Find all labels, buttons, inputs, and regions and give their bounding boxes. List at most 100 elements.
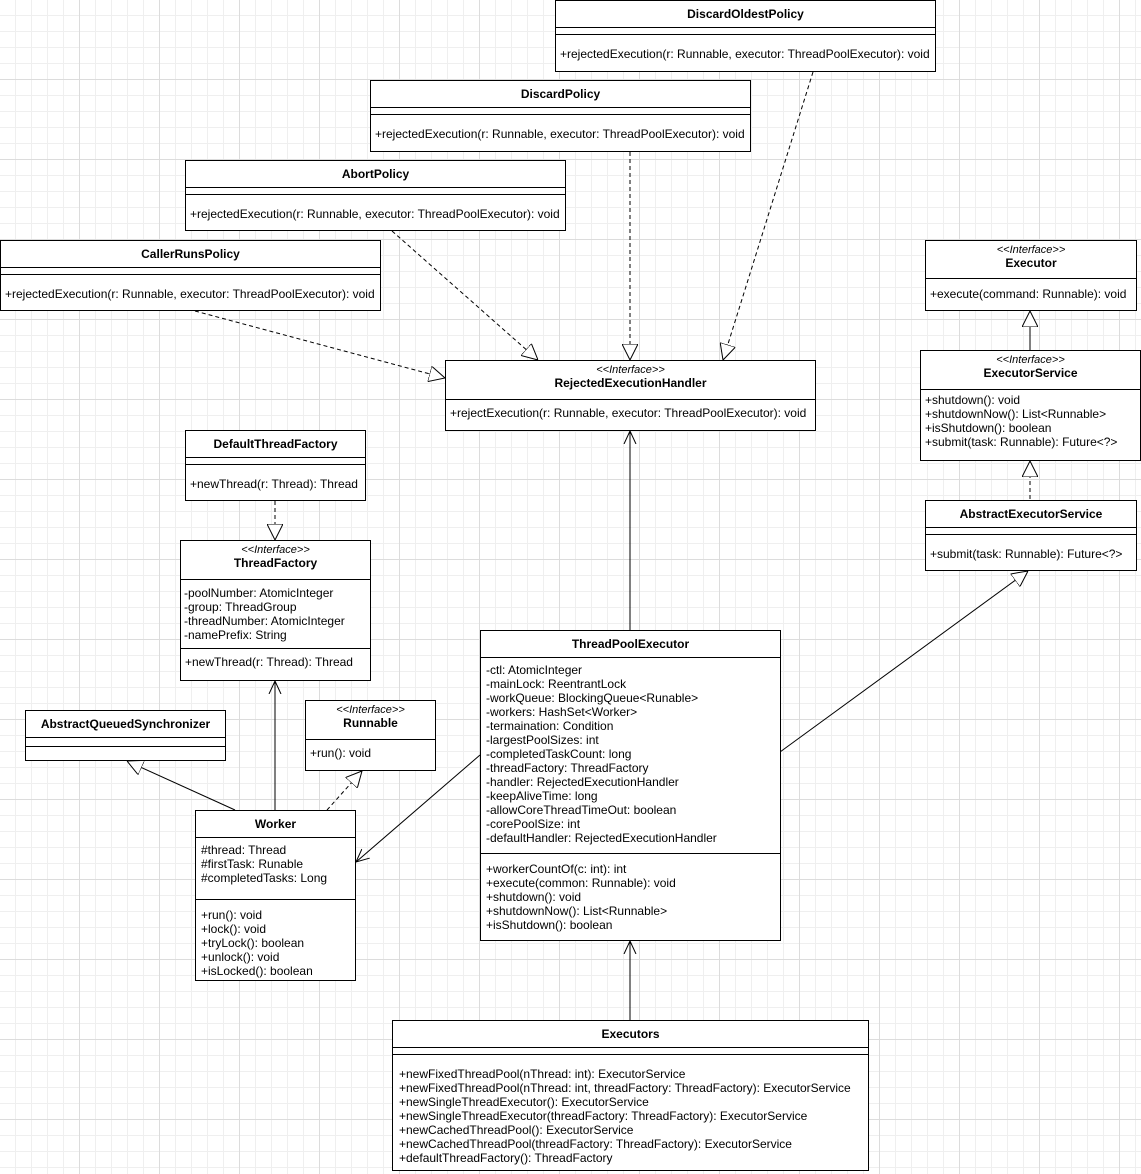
thread-pool-executor-generalization-edge xyxy=(779,571,1028,753)
method-row: +newThread(r: Thread): Thread xyxy=(185,655,353,669)
methods-section: +newThread(r: Thread): Thread xyxy=(181,648,370,672)
attribute-row: -group: ThreadGroup xyxy=(184,600,297,614)
method-row: +unlock(): void xyxy=(201,950,280,964)
class-header: Worker xyxy=(196,811,355,837)
stereotype: <<Interface>> xyxy=(336,704,405,716)
methods-section: +run(): void +lock(): void +tryLock(): b… xyxy=(196,899,355,980)
class-header: DefaultThreadFactory xyxy=(186,431,365,457)
method-row: +newCachedThreadPool(): ExecutorService xyxy=(399,1123,634,1137)
method-row: +isLocked(): boolean xyxy=(201,964,313,978)
class-header: <<Interface>> Executor xyxy=(926,241,1136,278)
class-runnable[interactable]: <<Interface>> Runnable +run(): void xyxy=(305,700,436,771)
class-name: Executor xyxy=(1005,256,1057,270)
worker-aqs-generalization-edge xyxy=(127,761,236,811)
method-row: +newFixedThreadPool(nThread: int, thread… xyxy=(399,1081,851,1095)
stereotype: <<Interface>> xyxy=(241,544,310,556)
method-row: +newThread(r: Thread): Thread xyxy=(190,477,358,491)
method-row: +newSingleThreadExecutor(): ExecutorServ… xyxy=(399,1095,649,1109)
methods-section: +newFixedThreadPool(nThread: int): Execu… xyxy=(393,1054,868,1169)
class-thread-pool-executor[interactable]: ThreadPoolExecutor -ctl: AtomicInteger -… xyxy=(480,630,781,941)
attribute-row: -threadFactory: ThreadFactory xyxy=(486,761,649,775)
class-discard-oldest-policy[interactable]: DiscardOldestPolicy +rejectedExecution(r… xyxy=(555,0,936,72)
method-row: +shutdownNow(): List<Runnable> xyxy=(486,904,668,918)
attribute-row: -defaultHandler: RejectedExecutionHandle… xyxy=(486,831,717,845)
method-row: +newSingleThreadExecutor(threadFactory: … xyxy=(399,1109,808,1123)
methods-section: +submit(task: Runnable): Future<?> xyxy=(926,534,1136,564)
thread-pool-executor-worker-edge xyxy=(356,754,481,862)
class-header: DiscardOldestPolicy xyxy=(556,1,935,27)
class-name: ThreadFactory xyxy=(233,556,318,570)
class-name: Runnable xyxy=(343,716,398,730)
attributes-section xyxy=(393,1047,868,1054)
method-row: +lock(): void xyxy=(201,922,267,936)
attribute-row: -ctl: AtomicInteger xyxy=(486,663,583,677)
attribute-row: -workQueue: BlockingQueue<Runable> xyxy=(486,691,699,705)
method-row: +submit(task: Runnable): Future<?> xyxy=(930,547,1123,561)
class-name: AbortPolicy xyxy=(341,167,410,181)
attributes-section xyxy=(186,457,365,464)
class-name: CallerRunsPolicy xyxy=(141,247,240,261)
attributes-section xyxy=(1,267,380,274)
class-thread-factory[interactable]: <<Interface>> ThreadFactory -poolNumber:… xyxy=(180,540,371,681)
class-executor-service[interactable]: <<Interface>> ExecutorService +shutdown(… xyxy=(920,350,1141,461)
class-abstract-queued-synchronizer[interactable]: AbstractQueuedSynchronizer xyxy=(25,710,226,761)
class-header: AbstractQueuedSynchronizer xyxy=(26,711,225,737)
attribute-row: -poolNumber: AtomicInteger xyxy=(184,586,334,600)
attribute-row: -largestPoolSizes: int xyxy=(486,733,599,747)
methods-section: +rejectedExecution(r: Runnable, executor… xyxy=(186,194,565,224)
class-header: DiscardPolicy xyxy=(371,81,750,107)
method-row: +rejectedExecution(r: Runnable, executor… xyxy=(560,47,930,61)
class-executor[interactable]: <<Interface>> Executor +execute(command:… xyxy=(925,240,1137,311)
class-name: DiscardOldestPolicy xyxy=(687,7,804,21)
method-row: +shutdownNow(): List<Runnable> xyxy=(925,407,1107,421)
attributes-section: -poolNumber: AtomicInteger -group: Threa… xyxy=(181,579,370,648)
class-rejected-execution-handler[interactable]: <<Interface>> RejectedExecutionHandler +… xyxy=(445,360,816,431)
attribute-row: -keepAliveTime: long xyxy=(486,789,598,803)
attributes-section xyxy=(926,527,1136,534)
class-header: <<Interface>> ExecutorService xyxy=(921,351,1140,389)
class-discard-policy[interactable]: DiscardPolicy +rejectedExecution(r: Runn… xyxy=(370,80,751,152)
method-row: +rejectedExecution(r: Runnable, executor… xyxy=(375,127,745,141)
attribute-row: -threadNumber: AtomicInteger xyxy=(184,614,345,628)
attribute-row: -termaination: Condition xyxy=(486,719,614,733)
class-worker[interactable]: Worker #thread: Thread #firstTask: Runab… xyxy=(195,810,356,981)
method-row: +defaultThreadFactory(): ThreadFactory xyxy=(399,1151,613,1165)
class-name: Executors xyxy=(601,1027,660,1041)
method-row: +isShutdown(): boolean xyxy=(925,421,1052,435)
worker-runnable-realization-edge xyxy=(326,771,362,811)
class-header: AbstractExecutorService xyxy=(926,501,1136,527)
method-row: +rejectedExecution(r: Runnable, executor… xyxy=(190,207,560,221)
attribute-row: -mainLock: ReentrantLock xyxy=(486,677,627,691)
class-name: RejectedExecutionHandler xyxy=(554,376,707,390)
methods-section: +rejectExecution(r: Runnable, executor: … xyxy=(446,399,815,423)
abort-realization-edge xyxy=(391,230,538,360)
method-row: +isShutdown(): boolean xyxy=(486,918,613,932)
class-header: ThreadPoolExecutor xyxy=(481,631,780,657)
class-header: <<Interface>> Runnable xyxy=(306,701,435,739)
class-default-thread-factory[interactable]: DefaultThreadFactory +newThread(r: Threa… xyxy=(185,430,366,501)
class-name: DefaultThreadFactory xyxy=(213,437,338,451)
stereotype: <<Interface>> xyxy=(596,364,665,376)
class-name: Worker xyxy=(254,817,297,831)
methods-section: +run(): void xyxy=(306,739,435,763)
stereotype: <<Interface>> xyxy=(996,244,1066,256)
attributes-section xyxy=(556,27,935,34)
methods-section: +rejectedExecution(r: Runnable, executor… xyxy=(1,274,380,304)
attribute-row: -corePoolSize: int xyxy=(486,817,581,831)
class-caller-runs-policy[interactable]: CallerRunsPolicy +rejectedExecution(r: R… xyxy=(0,240,381,311)
class-executors[interactable]: Executors +newFixedThreadPool(nThread: i… xyxy=(392,1020,869,1171)
attribute-row: #thread: Thread xyxy=(201,843,287,857)
method-row: +run(): void xyxy=(310,746,372,760)
method-row: +run(): void xyxy=(201,908,263,922)
class-abort-policy[interactable]: AbortPolicy +rejectedExecution(r: Runnab… xyxy=(185,160,566,231)
class-abstract-executor-service[interactable]: AbstractExecutorService +submit(task: Ru… xyxy=(925,500,1137,571)
methods-section: +rejectedExecution(r: Runnable, executor… xyxy=(371,114,750,144)
attribute-row: -handler: RejectedExecutionHandler xyxy=(486,775,679,789)
method-row: +execute(common: Runnable): void xyxy=(486,876,676,890)
attribute-row: -completedTaskCount: long xyxy=(486,747,632,761)
method-row: +shutdown(): void xyxy=(925,393,1021,407)
method-row: +newCachedThreadPool(threadFactory: Thre… xyxy=(399,1137,792,1151)
methods-section: +shutdown(): void +shutdownNow(): List<R… xyxy=(921,389,1140,452)
class-name: ThreadPoolExecutor xyxy=(571,637,690,651)
